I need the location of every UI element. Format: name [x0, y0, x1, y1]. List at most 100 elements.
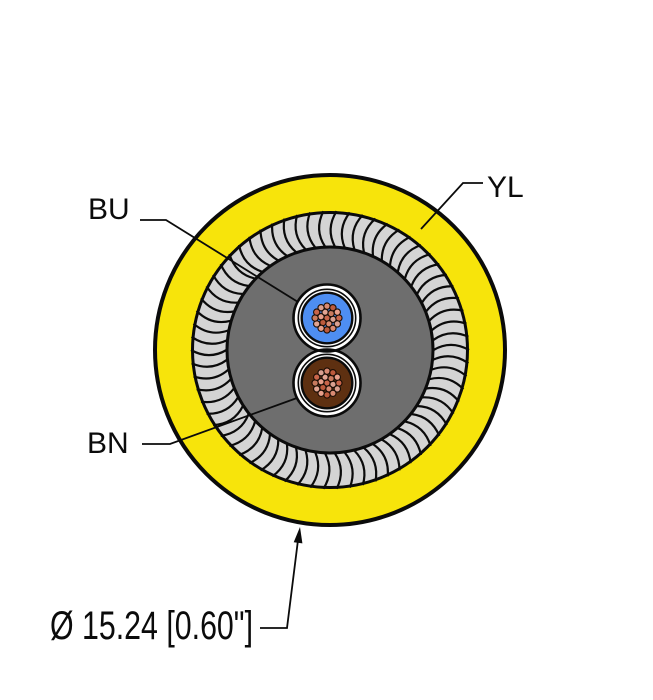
braid-hatch-line [396, 243, 422, 273]
dimension-arrowhead-icon [293, 527, 303, 544]
braid-hatch-line [322, 452, 331, 490]
leader-line-dimension [260, 539, 299, 629]
braid-hatch-line [248, 434, 272, 465]
braid-hatch-line [259, 439, 280, 472]
braid-hatch-line [196, 378, 232, 392]
braid-hatch-line [220, 413, 250, 437]
braid-hatch-line [238, 427, 264, 457]
braid-hatch-line [425, 296, 460, 313]
leader-line-yl [420, 182, 483, 230]
copper-strand [323, 367, 331, 375]
braid-hatch-line [259, 229, 279, 262]
braid-hatch-line [191, 358, 228, 368]
braid-hatch-line [403, 253, 431, 279]
braid-hatch-line [421, 396, 455, 415]
braid-hatch-line [206, 396, 239, 415]
braid-strand-lines [190, 210, 470, 490]
braid-hatch-line [410, 263, 440, 287]
braid-hatch-line [205, 285, 239, 304]
braid-hatch-line [351, 214, 364, 250]
copper-strand [311, 314, 319, 322]
braid-hatch-line [195, 310, 231, 324]
braid-hatch-line [404, 420, 432, 447]
braid-hatch-line [237, 244, 263, 273]
leader-line-bn [142, 397, 298, 445]
braid-hatch-line [421, 285, 454, 304]
wrap-inner-line-brown [297, 353, 357, 413]
label-wire-blue: BU [88, 193, 130, 226]
label-wire-brown: BN [87, 427, 129, 460]
cable-body [153, 173, 507, 527]
braid-hatch-line [363, 446, 378, 482]
braid-hatch-line [430, 320, 467, 332]
braid-hatch-line [343, 451, 354, 488]
braid-hatch-line [372, 443, 389, 477]
braid-hatch-line [271, 223, 288, 257]
braid-hatch-line [361, 217, 377, 253]
braid-hatch-line [282, 218, 297, 254]
wrap-inner-line-blue [297, 288, 357, 348]
copper-strands-blue [311, 302, 343, 334]
copper-strand [333, 320, 341, 328]
braid-hatch-line [425, 386, 460, 403]
braid-hatch-line [283, 447, 299, 483]
copper-strand [313, 308, 321, 316]
wrap-outline-blue [292, 283, 362, 353]
braid-hatch-line [431, 366, 468, 378]
braid-hatch-line [200, 387, 235, 404]
braid-hatch-line [229, 421, 257, 447]
copper-strand [329, 304, 337, 312]
copper-strand [335, 379, 343, 387]
copper-strand [335, 314, 343, 322]
braid-hatch-line [190, 349, 228, 357]
wrap-outline-brown [292, 348, 362, 418]
copper-strand [333, 385, 341, 393]
braid-hatch-line [432, 332, 469, 342]
copper-strand [311, 379, 319, 387]
braid-hatch-line [429, 376, 465, 390]
braid-hatch-line [416, 273, 447, 295]
copper-strand [317, 369, 325, 377]
braid-hatch-line [388, 235, 412, 266]
copper-strand [333, 308, 341, 316]
copper-strand [329, 369, 337, 377]
braid-hatch-line [318, 210, 327, 248]
copper-strand [313, 373, 321, 381]
braid-hatch-line [228, 253, 256, 280]
braid-hatch-line [190, 335, 228, 345]
braid-hatch-line [192, 322, 229, 334]
braid-hatch-line [389, 433, 412, 464]
braid-hatch-line [432, 343, 470, 351]
conductor-pair [292, 283, 362, 418]
braid-hatch-line [294, 214, 307, 251]
copper-strand [333, 373, 341, 381]
copper-strand [317, 304, 325, 312]
copper-strand [329, 324, 337, 332]
copper-strand [323, 391, 331, 399]
braid-hatch-line [340, 211, 351, 249]
braid-hatch-line [432, 355, 470, 365]
label-jacket: YL [487, 171, 524, 204]
braid-hatch-line [333, 452, 342, 490]
copper-strand [317, 324, 325, 332]
braid-hatch-line [213, 405, 244, 427]
braid-hatch-line [219, 263, 249, 288]
braid-hatch-line [371, 222, 389, 257]
copper-strand [323, 302, 331, 310]
braid-hatch-line [411, 412, 441, 437]
braid-hatch-line [417, 404, 448, 426]
copper-strand [317, 389, 325, 397]
braid-hatch-line [271, 443, 289, 478]
braid-hatch-line [353, 449, 366, 486]
braid-hatch-line [248, 236, 271, 267]
braid-hatch-line [212, 274, 243, 296]
leader-line-bu [140, 219, 299, 303]
braid-hatch-line [306, 212, 317, 249]
copper-strand [313, 320, 321, 328]
label-outer-diameter: Ø 15.24 [0.60"] [50, 604, 253, 648]
braid-hatch-line [296, 450, 309, 486]
braid-hatch-line [309, 451, 320, 489]
braid-hatch-line [428, 308, 464, 322]
